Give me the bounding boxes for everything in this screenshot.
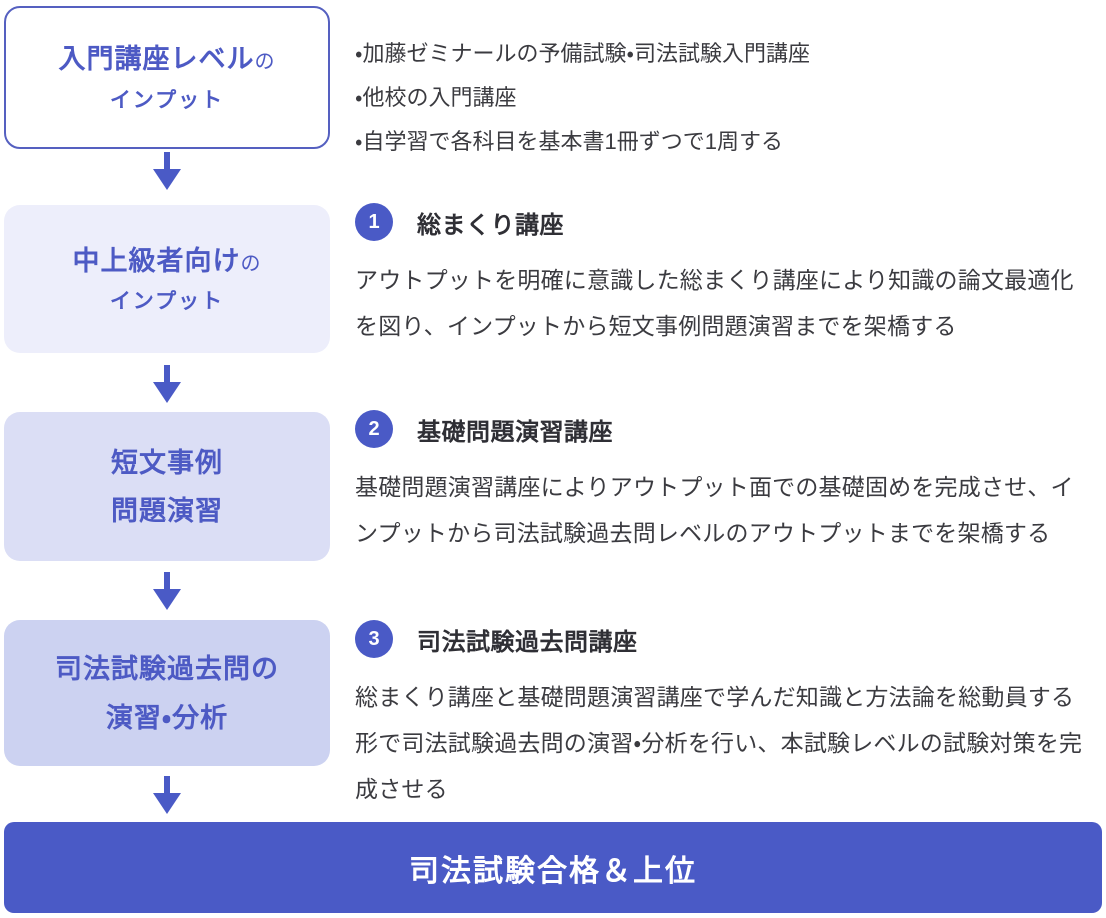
stage-title-line2: インプット: [109, 290, 225, 314]
course-section-soumakuri: 1 総まくり講座 アウトプットを明確に意識した総まくり講座により知識の論文最適化…: [355, 203, 1095, 349]
stage-title-line2: 演習・分析: [105, 702, 229, 733]
course-section-kiso-mondai: 2 基礎問題演習講座 基礎問題演習講座によりアウトプット面での基礎固めを完成させ…: [355, 410, 1095, 556]
number-badge: 1: [355, 203, 393, 241]
stage-box-advanced-input: 中上級者向けの インプット: [4, 205, 330, 353]
down-arrow-icon: [152, 152, 182, 190]
section-title: 基礎問題演習講座: [417, 418, 613, 446]
stage-title-line2: インプット: [109, 88, 225, 112]
stage-title-line1: 司法試験過去問の: [55, 654, 279, 685]
section-title: 総まくり講座: [417, 211, 564, 239]
down-arrow-icon: [152, 776, 182, 814]
stage-title-line2: 問題演習: [111, 496, 223, 527]
section-header: 2 基礎問題演習講座: [355, 410, 1095, 448]
stage-box-short-case-practice: 短文事例 問題演習: [4, 412, 330, 561]
number-badge: 2: [355, 410, 393, 448]
section-title: 司法試験過去問講座: [417, 628, 638, 656]
section-description: 総まくり講座と基礎問題演習講座で学んだ知識と方法論を総動員する形で司法試験過去問…: [355, 684, 1083, 802]
stage-box-intro-input: 入門講座レベルの インプット: [4, 6, 330, 149]
result-banner: 司法試験合格＆上位: [4, 822, 1102, 913]
section-header: 3 司法試験過去問講座: [355, 620, 1095, 658]
stage-box-past-exam-analysis: 司法試験過去問の 演習・分析: [4, 620, 330, 766]
number-badge: 3: [355, 620, 393, 658]
stage-title-line1: 入門講座レベルの: [58, 44, 276, 75]
stage-title-line1: 中上級者向けの: [72, 245, 262, 276]
down-arrow-icon: [152, 365, 182, 403]
down-arrow-icon: [152, 572, 182, 610]
result-label: 司法試験合格＆上位: [409, 854, 697, 888]
bullet-item: ・自学習で各科目を基本書1冊ずつで1周する: [355, 129, 783, 154]
course-section-kakomon: 3 司法試験過去問講座 総まくり講座と基礎問題演習講座で学んだ知識と方法論を総動…: [355, 620, 1095, 812]
stage-title-line1: 短文事例: [111, 447, 223, 478]
section-description: 基礎問題演習講座によりアウトプット面での基礎固めを完成させ、インプットから司法試…: [355, 474, 1074, 546]
intro-course-bullet-list: ・加藤ゼミナールの予備試験・司法試験入門講座 ・他校の入門講座 ・自学習で各科目…: [355, 32, 1095, 164]
section-description: アウトプットを明確に意識した総まくり講座により知識の論文最適化を図り、インプット…: [355, 267, 1074, 339]
bullet-item: ・他校の入門講座: [355, 85, 517, 110]
bullet-item: ・加藤ゼミナールの予備試験・司法試験入門講座: [355, 41, 810, 66]
section-header: 1 総まくり講座: [355, 203, 1095, 241]
